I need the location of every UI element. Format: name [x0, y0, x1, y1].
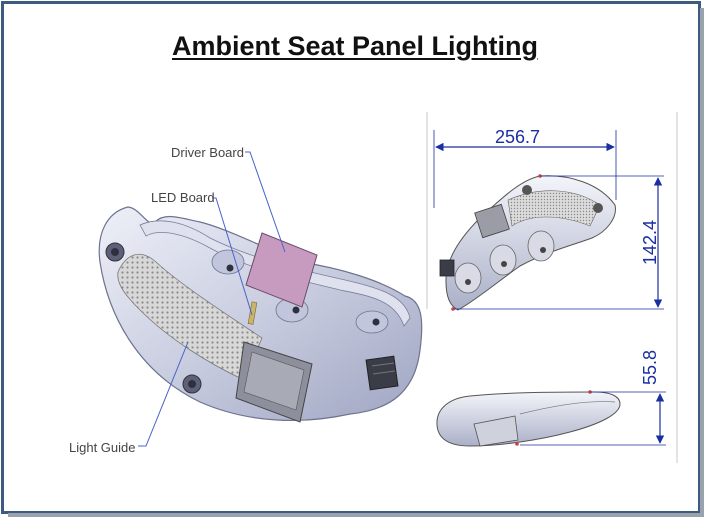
- driver-board-label: Driver Board: [171, 145, 244, 160]
- dimension-lines: [433, 130, 666, 446]
- technical-drawing-frame: [426, 112, 678, 463]
- frame-shadow-bottom: [8, 513, 704, 517]
- side-view-drawing: [436, 390, 621, 447]
- top-view-drawing: [439, 174, 616, 311]
- callout-leaders: [138, 151, 286, 447]
- height-dimension: 142.4: [640, 220, 660, 265]
- led-board-label: LED Board: [151, 190, 215, 205]
- width-dimension: 256.7: [495, 127, 540, 147]
- slide-title: Ambient Seat Panel Lighting: [171, 31, 539, 61]
- driver-board: [245, 232, 318, 308]
- seat-panel-render: [98, 206, 423, 423]
- depth-dimension: 55.8: [640, 350, 660, 385]
- light-guide-label: Light Guide: [69, 440, 136, 455]
- frame-shadow-right: [700, 8, 704, 514]
